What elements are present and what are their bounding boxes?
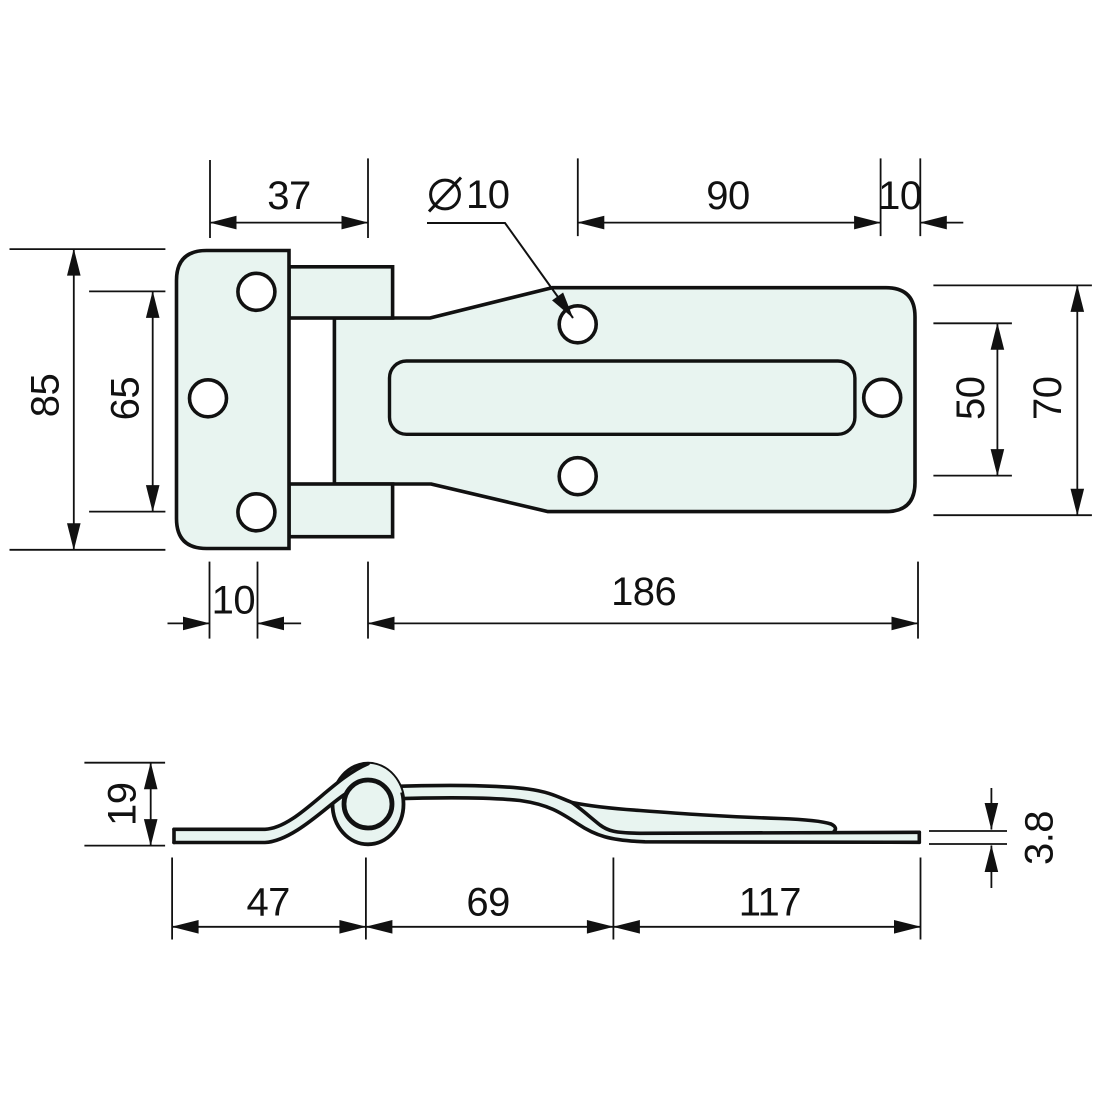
- svg-text:10: 10: [878, 174, 922, 218]
- svg-text:85: 85: [24, 374, 68, 418]
- svg-text:3.8: 3.8: [1018, 811, 1062, 865]
- svg-text:69: 69: [466, 881, 510, 925]
- svg-text:117: 117: [739, 881, 801, 925]
- svg-text:65: 65: [103, 377, 147, 421]
- svg-text:186: 186: [611, 570, 676, 614]
- svg-text:10: 10: [466, 173, 510, 217]
- svg-text:70: 70: [1026, 377, 1070, 421]
- svg-text:37: 37: [267, 174, 311, 218]
- svg-text:50: 50: [949, 377, 993, 421]
- svg-text:19: 19: [101, 782, 145, 826]
- svg-text:47: 47: [246, 881, 290, 925]
- svg-text:10: 10: [212, 579, 256, 623]
- svg-text:90: 90: [706, 174, 750, 218]
